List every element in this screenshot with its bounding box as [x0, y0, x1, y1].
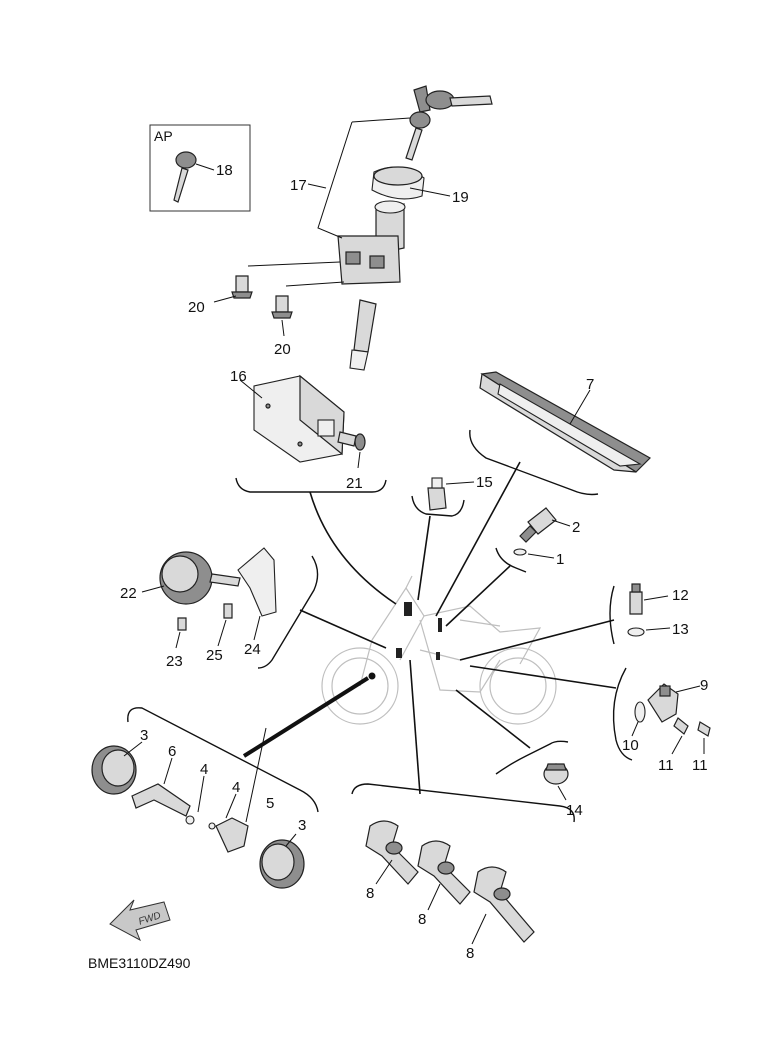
ap-label: AP — [154, 128, 173, 144]
sensor-2-bracket — [495, 547, 527, 573]
sensor-15-group: 15 — [411, 474, 493, 517]
connector-lines — [242, 461, 617, 795]
switch-group-bracket — [127, 707, 319, 813]
shear-bolt-lower — [271, 295, 293, 319]
callout-20-lower: 20 — [274, 341, 291, 358]
callout-23: 23 — [166, 653, 183, 670]
callout-19: 19 — [452, 189, 469, 206]
callout-8-second: 8 — [418, 911, 426, 928]
motorcycle-silhouette — [321, 575, 557, 725]
sensor-12-bracket — [609, 585, 615, 645]
ap-inset-box: AP 18 — [149, 124, 251, 212]
control-unit-group: 16 21 — [230, 368, 387, 493]
lock-cap-part — [371, 166, 425, 200]
callout-17: 17 — [290, 177, 307, 194]
callout-8-third: 8 — [466, 945, 474, 962]
callout-18: 18 — [216, 162, 233, 179]
callout-5: 5 — [266, 795, 274, 812]
sensor-15-bracket — [411, 495, 465, 517]
injector-bracket — [351, 783, 575, 823]
callout-3-right: 3 — [298, 817, 306, 834]
callout-15: 15 — [476, 474, 493, 491]
callout-24: 24 — [244, 641, 261, 658]
forward-direction-arrow: FWD — [109, 899, 171, 942]
callout-7: 7 — [586, 376, 594, 393]
key-blank-part — [173, 151, 197, 203]
sensor-9-bracket — [612, 667, 633, 761]
callout-1: 1 — [556, 551, 564, 568]
callout-25: 25 — [206, 647, 223, 664]
callout-14: 14 — [566, 802, 583, 819]
callout-20-upper: 20 — [188, 299, 205, 316]
switch-group-bottom-left: 3 6 4 4 5 3 — [91, 707, 319, 889]
callout-8-first: 8 — [366, 885, 374, 902]
sensor-9-group: 9 10 11 11 — [612, 667, 711, 774]
sensor-14-bracket — [495, 740, 569, 775]
callout-3-left: 3 — [140, 727, 148, 744]
callout-12: 12 — [672, 587, 689, 604]
callout-13: 13 — [672, 621, 689, 638]
diagram-code: BME3110DZ490 — [88, 955, 191, 971]
callout-21: 21 — [346, 475, 363, 492]
callout-4-upper: 4 — [200, 761, 208, 778]
lock-cylinder-body — [337, 200, 406, 371]
meter-bracket — [469, 429, 599, 496]
sensor-2-group: 2 1 — [495, 507, 580, 573]
callout-22: 22 — [120, 585, 137, 602]
callout-16: 16 — [230, 368, 247, 385]
horn-group: 22 23 25 24 — [120, 547, 319, 670]
callout-9: 9 — [700, 677, 708, 694]
shear-bolt-upper — [231, 275, 253, 299]
main-switch-assembly: 17 19 20 20 — [188, 85, 493, 371]
sensor-12-group: 12 13 — [609, 583, 689, 645]
meter-assembly: 7 — [469, 371, 651, 496]
callout-10: 10 — [622, 737, 639, 754]
horn-bracket — [257, 555, 319, 669]
callout-11-left: 11 — [658, 757, 674, 774]
sensor-14-group: 14 — [495, 740, 583, 819]
callout-2: 2 — [572, 519, 580, 536]
control-unit-bracket — [235, 477, 387, 493]
main-switch-keys — [405, 85, 493, 161]
callout-4-lower: 4 — [232, 779, 240, 796]
callout-11-right: 11 — [692, 757, 708, 774]
injector-group: 8 8 8 — [351, 783, 575, 962]
callout-6: 6 — [168, 743, 176, 760]
